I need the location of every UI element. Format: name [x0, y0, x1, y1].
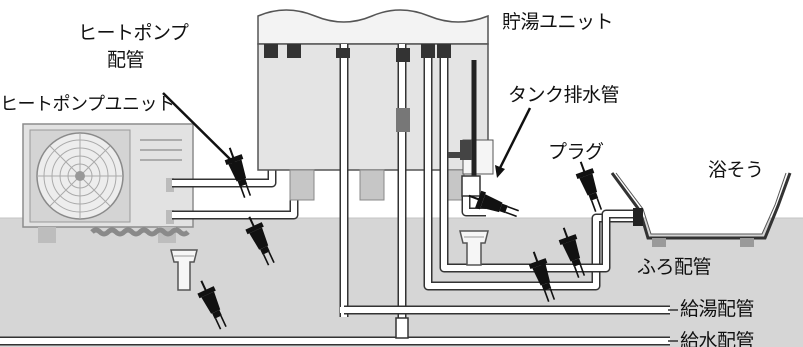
label-tank-drain-pipe: タンク排水管	[508, 84, 620, 106]
bathtub	[610, 172, 792, 247]
pipe-tee	[395, 317, 409, 339]
label-hot-water-unit: 貯湯ユニット	[502, 11, 614, 33]
drain-hose	[90, 227, 190, 237]
label-bathtub: 浴そう	[708, 159, 764, 181]
leader-line-drain	[498, 107, 532, 169]
plug-1	[220, 143, 257, 201]
label-heatpump-unit: ヒートポンプユニット	[0, 94, 175, 115]
label-heatpump-piping-line1: ヒートポンプ	[78, 22, 189, 44]
label-water-supply-piping: 給水配管	[680, 330, 755, 347]
funnel-left	[170, 249, 198, 291]
leader-line	[162, 92, 236, 165]
heat-pump-unit	[22, 123, 194, 243]
plug-5	[571, 157, 608, 215]
label-hot-water-supply-piping: 給湯配管	[680, 298, 755, 320]
drain-valve	[448, 140, 472, 160]
label-plug: プラグ	[548, 141, 604, 163]
funnel-right	[459, 230, 489, 266]
hot-water-unit	[257, 9, 489, 201]
label-bath-piping: ふろ配管	[637, 256, 712, 278]
label-heatpump-piping-line2: 配管	[107, 49, 145, 71]
